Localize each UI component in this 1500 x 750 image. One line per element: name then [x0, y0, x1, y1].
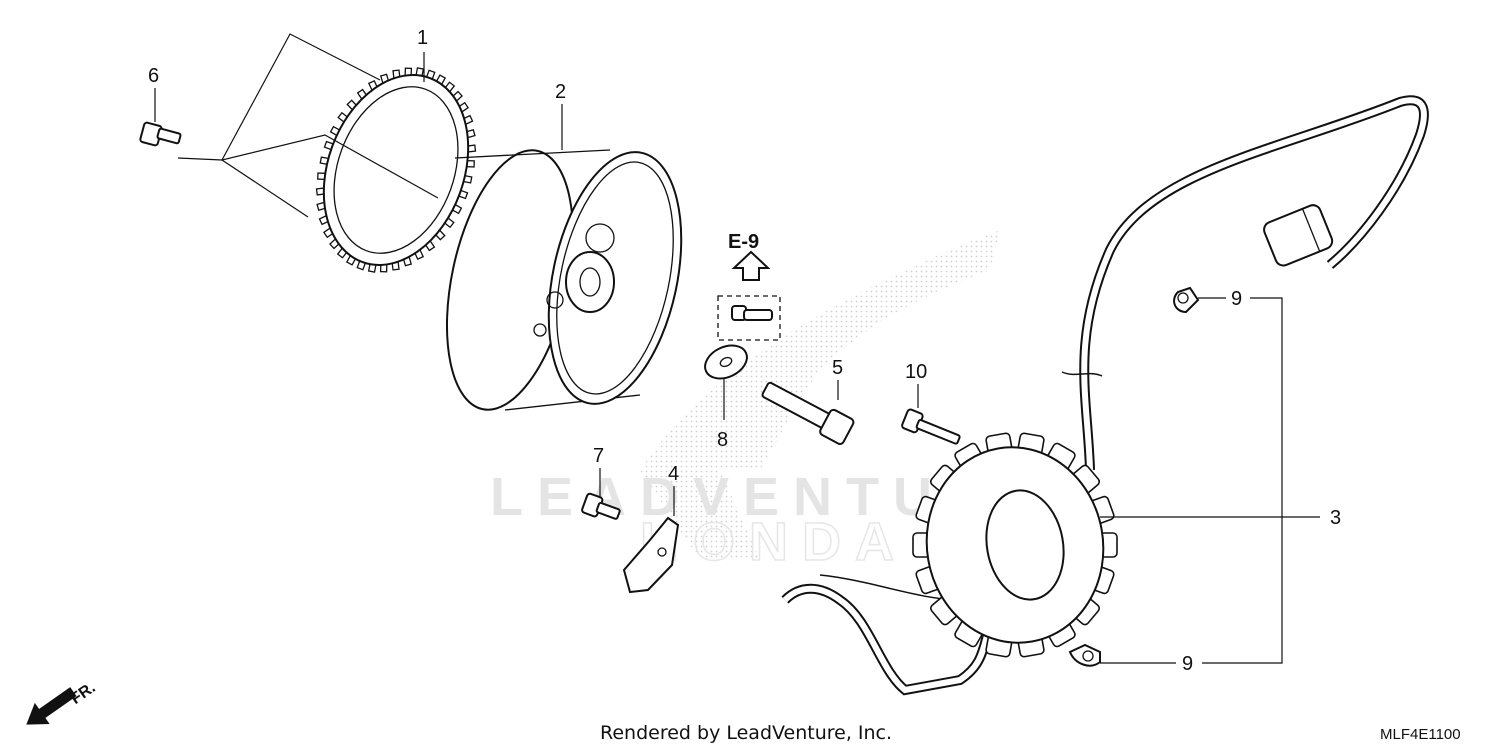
callout-9-bottom: 9: [1182, 653, 1193, 675]
part-1-pulser-ring[interactable]: [290, 46, 503, 295]
callout-3: 3: [1330, 507, 1341, 529]
arrow-up-icon: [731, 250, 771, 281]
diagram-code: MLF4E1100: [1380, 726, 1461, 743]
callout-labels: 1 2 3 4 5 6 7 8 9 9 10: [148, 27, 1341, 675]
watermark-wing-shape-lower: [640, 470, 760, 560]
part-4-cable-guide[interactable]: [622, 516, 680, 594]
reference-e9[interactable]: [717, 250, 781, 341]
callout-6: 6: [148, 65, 159, 87]
part-5-flywheel-bolt[interactable]: [759, 377, 855, 446]
part-9-clamp-bottom[interactable]: [1068, 643, 1101, 667]
watermark-text-secondary: HONDA: [640, 512, 908, 572]
callout-4: 4: [668, 463, 679, 485]
part-8-washer[interactable]: [700, 339, 753, 385]
part-7-bolt[interactable]: [581, 492, 622, 524]
callout-1: 1: [417, 27, 428, 49]
callout-9-top: 9: [1231, 288, 1242, 310]
callout-2: 2: [555, 81, 566, 103]
front-direction-indicator: FR.: [26, 679, 99, 725]
part-9-clamp-top[interactable]: [1173, 286, 1200, 314]
reference-label[interactable]: E-9: [728, 231, 759, 253]
watermark-wing-shape: [640, 230, 1000, 470]
arrow-down-left-icon: [26, 687, 77, 725]
footer-credit: Rendered by LeadVenture, Inc.: [600, 722, 892, 744]
leader-lines: [154, 33, 1320, 664]
connector-plug: [1263, 204, 1334, 267]
callout-7: 7: [593, 445, 604, 467]
part-2-flywheel[interactable]: [426, 139, 702, 421]
callout-5: 5: [832, 357, 843, 379]
callout-10: 10: [905, 361, 927, 383]
part-6-bolt[interactable]: [139, 121, 182, 147]
part-10-bolt[interactable]: [901, 408, 962, 449]
part-3-stator[interactable]: [781, 95, 1429, 696]
callout-8: 8: [717, 429, 728, 451]
direction-label: FR.: [68, 679, 99, 708]
